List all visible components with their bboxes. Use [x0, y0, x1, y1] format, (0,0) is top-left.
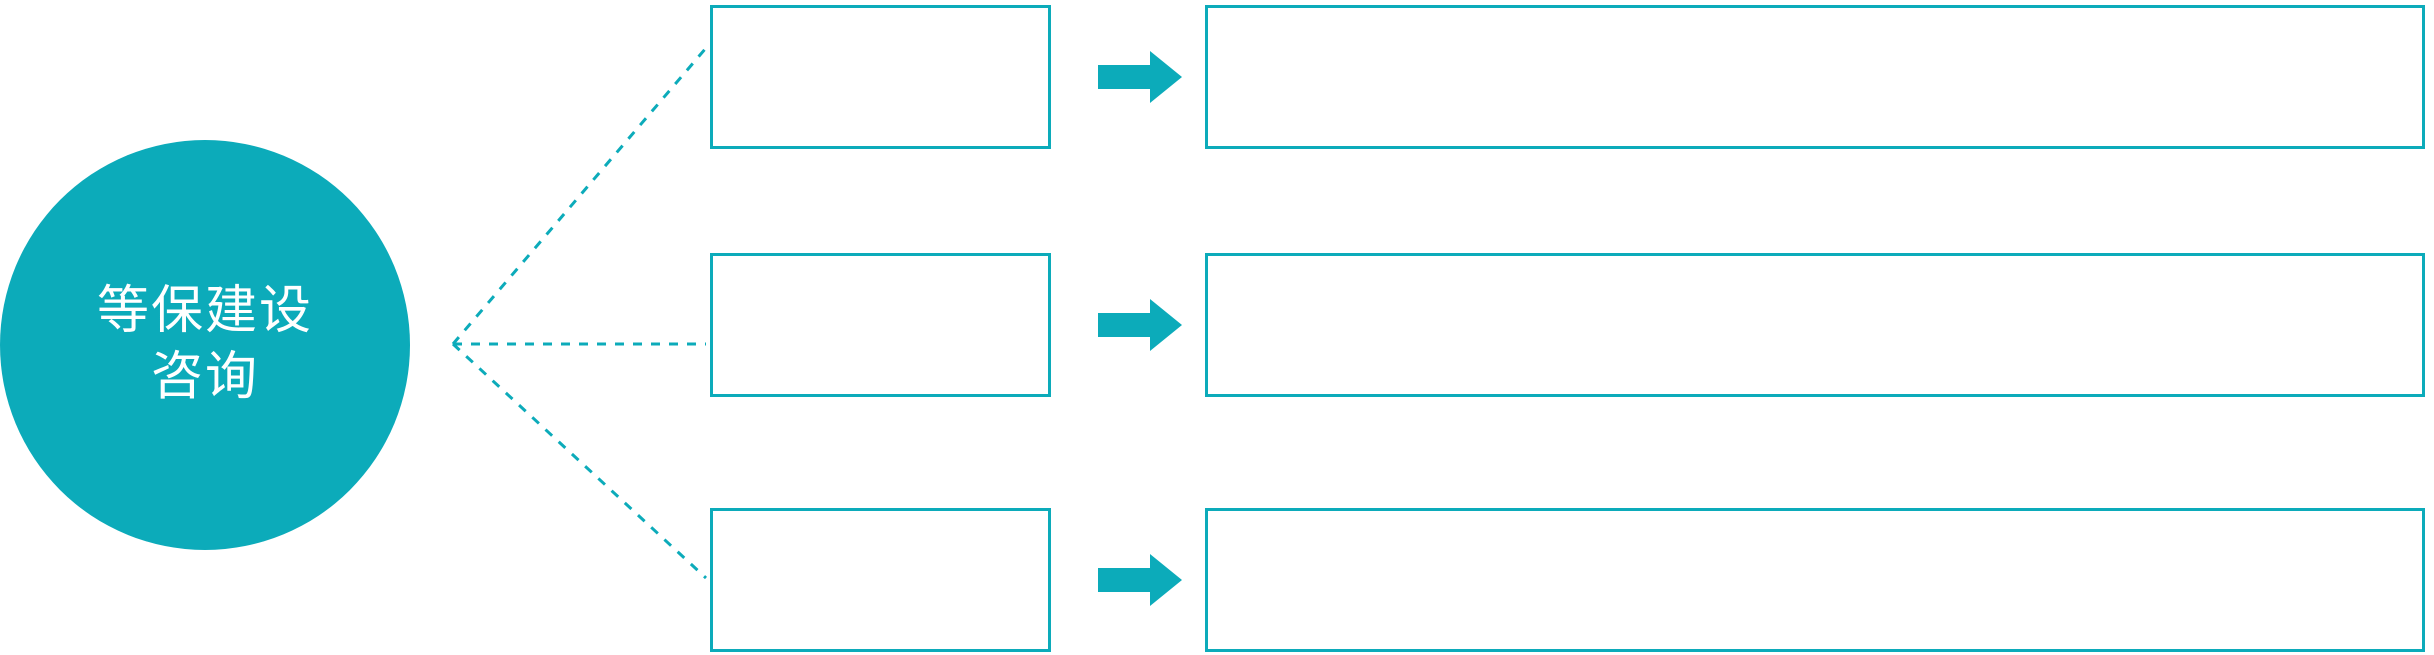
diagram-row [0, 5, 2434, 150]
hub-title-line-2: 咨询 [150, 348, 259, 406]
row-description-box[interactable] [1205, 253, 2425, 397]
diagram-row [0, 508, 2434, 653]
row-title-box[interactable] [710, 5, 1051, 149]
right-arrow-icon [1098, 51, 1182, 103]
hub-title-line-1: 等保建设 [96, 282, 313, 341]
right-arrow-icon [1098, 299, 1182, 351]
row-title-box[interactable] [710, 508, 1051, 652]
hub-circle[interactable]: 等保建设 咨询 [0, 140, 410, 550]
right-arrow-icon [1098, 554, 1182, 606]
diagram-row [0, 253, 2434, 398]
row-description-box[interactable] [1205, 508, 2425, 652]
row-title-box[interactable] [710, 253, 1051, 397]
row-description-box[interactable] [1205, 5, 2425, 149]
